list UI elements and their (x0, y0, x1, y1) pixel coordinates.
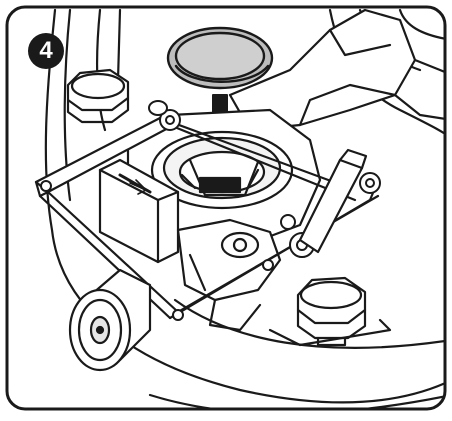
step-number-label: 4 (39, 37, 53, 64)
bolt-icon (40, 100, 381, 321)
wheel-icon (68, 268, 152, 372)
right-arm (298, 148, 368, 254)
lower-housing (176, 218, 282, 332)
front-block (98, 158, 180, 264)
step-number-badge: 4 (28, 33, 64, 69)
lid-icon (166, 26, 274, 90)
rod-bar (34, 116, 380, 320)
knob-icon-front (268, 276, 392, 347)
knob-icon (66, 68, 130, 124)
